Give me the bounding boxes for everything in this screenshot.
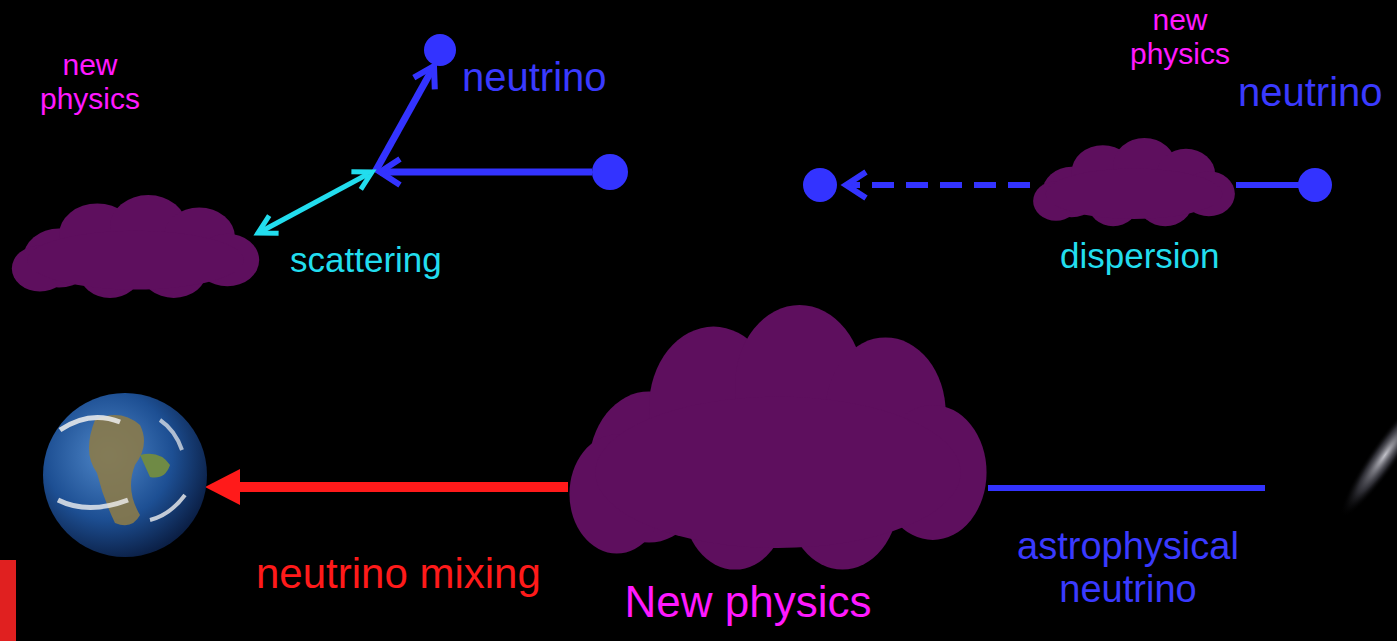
annotation-label: neutrino mixing [256,550,556,597]
annotation-label: scattering [290,240,510,279]
annotation-label: neutrino [462,55,662,100]
cloud-shape [1030,138,1238,228]
new-physics-cloud: New physics [563,305,993,575]
accent-bar [0,560,16,641]
cloud-shape [563,305,993,575]
new-physics-cloud: new physics [8,195,263,300]
cloud-shape [8,195,263,300]
cloud-label: New physics [583,577,913,626]
earth-picture [43,393,207,557]
annotation-label: dispersion [1060,236,1290,275]
annotation-label: neutrino [1238,70,1394,115]
new-physics-cloud: new physics [1030,138,1238,228]
annotation-label: astrophysical neutrino [998,525,1258,610]
galaxy-picture [1331,386,1397,525]
cloud-label: new physics [1105,3,1255,70]
cloud-label: new physics [20,48,160,115]
